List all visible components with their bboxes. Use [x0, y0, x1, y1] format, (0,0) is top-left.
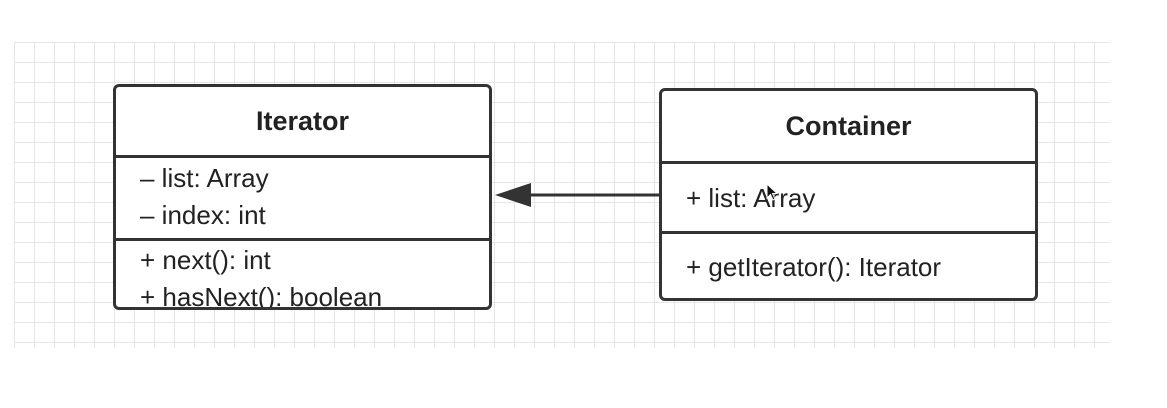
class-iterator-methods: + next(): int + hasNext(): boolean: [116, 241, 489, 310]
class-iterator-title: Iterator: [116, 87, 489, 158]
class-container[interactable]: Container + list: Array + getIterator():…: [659, 88, 1038, 301]
class-container-title: Container: [662, 91, 1035, 164]
class-container-attributes: + list: Array: [662, 164, 1035, 234]
attribute-row: – index: int: [140, 200, 266, 230]
class-iterator[interactable]: Iterator – list: Array – index: int + ne…: [113, 84, 492, 310]
class-iterator-attributes: – list: Array – index: int: [116, 158, 489, 241]
mouse-cursor-icon: [766, 183, 778, 201]
method-row: + next(): int: [140, 245, 271, 275]
attribute-row: + list: Array: [686, 183, 816, 213]
method-row: + hasNext(): boolean: [140, 282, 383, 310]
arrow-head: [495, 183, 531, 207]
attribute-row: – list: Array: [140, 163, 269, 193]
class-container-methods: + getIterator(): Iterator: [662, 234, 1035, 286]
method-row: + getIterator(): Iterator: [686, 252, 942, 282]
